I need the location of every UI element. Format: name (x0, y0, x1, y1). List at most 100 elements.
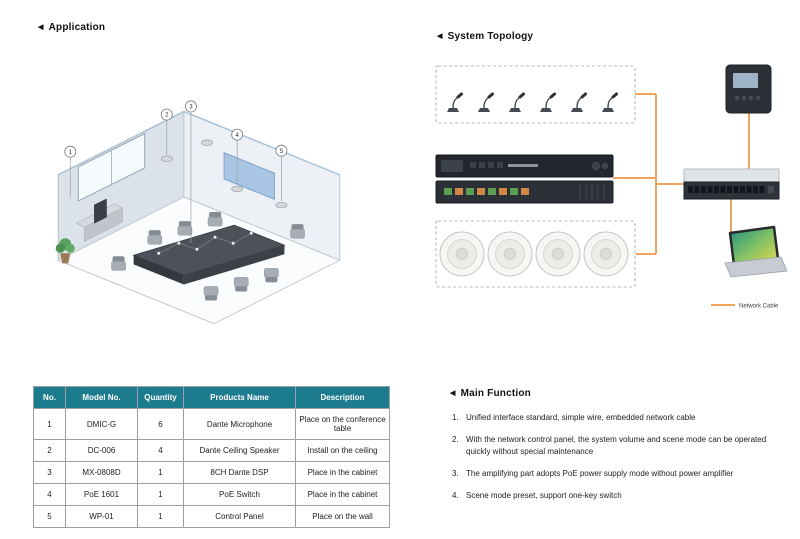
callout-number: 5 (280, 149, 284, 155)
callout-number: 4 (235, 133, 239, 139)
main-function-heading: ◀ Main Function (450, 388, 531, 399)
cell-quantity: 1 (137, 483, 184, 506)
network-switch (683, 168, 780, 200)
callout-5: 5 (275, 144, 288, 201)
callout-1: 1 (64, 145, 77, 197)
cell-no: 4 (33, 483, 66, 506)
table-row: 3 MX-0808D 1 8CH Dante DSP Place in the … (33, 461, 390, 484)
chair (177, 220, 193, 236)
conference-room-illustration: 1 2 3 4 5 (55, 100, 341, 325)
chair (147, 229, 163, 245)
function-item-number: 1. (452, 413, 459, 422)
topology-title: System Topology (447, 31, 534, 42)
dante-dsp-rack (435, 154, 614, 178)
cell-no: 3 (33, 461, 66, 484)
cell-description: Place in the cabinet (295, 461, 390, 484)
cell-products-name: 8CH Dante DSP (183, 461, 296, 484)
cell-quantity: 1 (137, 505, 184, 528)
application-title: Application (48, 22, 106, 33)
main-function-list: 1. Unified interface standard, simple wi… (452, 412, 786, 512)
topology-heading: ◀ System Topology (437, 31, 533, 42)
main-function-title: Main Function (460, 388, 531, 399)
callout-number: 1 (69, 150, 73, 156)
laptop (724, 225, 788, 278)
cell-description: Place on the conference table (295, 408, 390, 440)
chair (203, 286, 219, 301)
col-description: Description (295, 386, 390, 409)
cell-quantity: 4 (137, 439, 184, 462)
function-item-text: Unified interface standard, simple wire,… (466, 413, 696, 422)
legend: Network Cable (711, 304, 779, 310)
laptop-base (724, 256, 788, 278)
cell-model: DMIC-G (65, 408, 138, 440)
col-products-name: Products Name (183, 386, 296, 409)
cell-description: Place on the wall (295, 505, 390, 528)
ceiling-speaker-icon (487, 231, 533, 277)
table-row: 4 PoE 1601 1 PoE Switch Place in the cab… (33, 483, 390, 506)
cell-model: PoE 1601 (65, 483, 138, 506)
speaker-group-box (435, 220, 636, 288)
chair (290, 223, 305, 239)
cell-no: 2 (33, 439, 66, 462)
system-topology-diagram: Network Cable (435, 64, 788, 310)
chair (233, 277, 249, 292)
callout-2: 2 (160, 108, 173, 155)
section-marker-icon: ◀ (437, 33, 443, 40)
panel-screen (733, 73, 758, 88)
cell-products-name: Dante Ceiling Speaker (183, 439, 296, 462)
ceiling-speaker-markers (160, 139, 288, 209)
cell-products-name: Dante Microphone (183, 408, 296, 440)
col-quantity: Quantity (137, 386, 184, 409)
ceiling-speaker-icon (439, 231, 485, 277)
cell-model: DC-006 (65, 439, 138, 462)
function-item: 1. Unified interface standard, simple wi… (452, 412, 786, 424)
cell-products-name: PoE Switch (183, 483, 296, 506)
section-marker-icon: ◀ (450, 390, 456, 397)
callout-3: 3 (184, 100, 197, 244)
microphone-group-box (435, 65, 636, 124)
cell-no: 5 (33, 505, 66, 528)
cell-quantity: 6 (137, 408, 184, 440)
equipment-table: No. Model No. Quantity Products Name Des… (33, 386, 390, 528)
chair (207, 211, 223, 227)
function-item: 3. The amplifying part adopts PoE power … (452, 468, 786, 480)
table-row: 5 WP-01 1 Control Panel Place on the wal… (33, 505, 390, 528)
function-item-number: 2. (452, 435, 459, 444)
tv-screen (223, 151, 275, 201)
section-marker-icon: ◀ (38, 24, 44, 31)
ceiling-speaker-icon (535, 231, 581, 277)
callout-number: 3 (189, 105, 193, 111)
table-header-row: No. Model No. Quantity Products Name Des… (33, 386, 390, 409)
cell-products-name: Control Panel (183, 505, 296, 528)
callouts: 1 2 3 4 5 (64, 100, 288, 244)
chair (264, 268, 279, 283)
conference-table (132, 224, 286, 285)
cell-description: Install on the ceiling (295, 439, 390, 462)
cell-model: WP-01 (65, 505, 138, 528)
cell-model: MX-0808D (65, 461, 138, 484)
col-model: Model No. (65, 386, 138, 409)
plant (55, 238, 75, 264)
wall-panel (94, 198, 107, 224)
window (77, 132, 146, 202)
legend-label: Network Cable (739, 304, 779, 310)
function-item: 2. With the network control panel, the s… (452, 434, 786, 458)
function-item-text: With the network control panel, the syst… (466, 435, 767, 456)
table-microphones (156, 231, 254, 256)
function-item: 4. Scene mode preset, support one-key sw… (452, 490, 786, 502)
wall-control-panel (725, 64, 772, 114)
callout-number: 2 (165, 113, 169, 119)
secondary-rack (435, 180, 614, 204)
cell-quantity: 1 (137, 461, 184, 484)
col-no: No. (33, 386, 66, 409)
cell-no: 1 (33, 408, 66, 440)
function-item-number: 3. (452, 469, 459, 478)
function-item-text: Scene mode preset, support one-key switc… (466, 491, 622, 500)
table-row: 1 DMIC-G 6 Dante Microphone Place on the… (33, 408, 390, 440)
cell-description: Place in the cabinet (295, 483, 390, 506)
network-cables (613, 93, 750, 255)
chair (111, 256, 126, 271)
function-item-number: 4. (452, 491, 459, 500)
table-row: 2 DC-006 4 Dante Ceiling Speaker Install… (33, 439, 390, 462)
function-item-text: The amplifying part adopts PoE power sup… (466, 469, 734, 478)
